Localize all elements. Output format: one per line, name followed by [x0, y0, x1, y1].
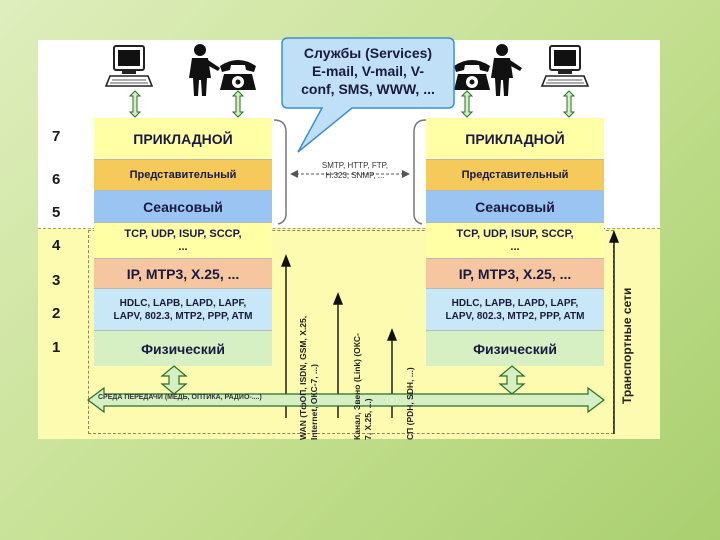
protocols-label: SMTP, HTTP, FTP, H.323, SNMP, ...: [300, 161, 410, 181]
layer-number-5: 5: [52, 204, 61, 221]
transmission-medium-arrow: [87, 386, 605, 414]
wan-label-line1: WAN (ТфОП, ISDN, GSM, X.25,: [298, 315, 308, 440]
services-callout: [281, 37, 455, 153]
left-layer-presentation: Представительный: [94, 160, 272, 191]
left-layer-network: IP, MTP3, X.25, ...: [94, 259, 272, 289]
link-label: Канал, Звено (Link) (ОКС- 7, X.25, ...): [352, 333, 374, 440]
left-layer-transport: TCP, UDP, ISUP, SCCP,...: [94, 223, 272, 259]
physical-medium-arrows: [160, 365, 526, 395]
layer-number-3: 3: [52, 272, 61, 289]
right-datalink-line1: HDLC, LAPB, LAPD, LAPF,: [451, 297, 579, 309]
right-computer-icon: [541, 45, 589, 87]
layer-number-7: 7: [52, 128, 61, 145]
link-label-line2: 7, X.25, ...): [363, 398, 373, 440]
link-label-line1: Канал, Звено (Link) (ОКС-: [352, 333, 362, 440]
right-transport-line2: ...: [510, 240, 520, 253]
right-telephone-icon: [454, 60, 490, 90]
transport-networks-label: Транспортные сети: [620, 287, 634, 404]
left-transport-line2: ...: [178, 240, 188, 253]
callout-line3: conf, SMS, WWW, ...: [301, 81, 435, 97]
layer-number-6: 6: [52, 171, 61, 188]
callout-line2: E-mail, V-mail, V-: [311, 63, 425, 79]
right-osi-stack: ПРИКЛАДНОЙ Представительный Сеансовый TC…: [426, 118, 604, 366]
left-telephone-icon: [220, 60, 256, 90]
sp-label: СП (PDH, SDH, ...): [405, 367, 415, 440]
right-layer-presentation: Представительный: [426, 160, 604, 191]
connection-arrows: [280, 230, 620, 434]
left-bracket: [273, 119, 287, 225]
left-transport-line1: TCP, UDP, ISUP, SCCP,: [124, 227, 242, 240]
protocol-arrow: [290, 170, 410, 178]
services-callout-text: Службы (Services) E-mail, V-mail, V- con…: [283, 44, 453, 98]
right-person-icon: [491, 44, 522, 96]
left-computer-icon: [105, 45, 153, 87]
right-datalink-line2: LAPV, 802.3, MTP2, PPP, ATM: [445, 310, 585, 322]
layer-number-4: 4: [52, 237, 61, 254]
layer-number-1: 1: [52, 339, 61, 356]
wan-label-line2: Internet, ОКС-7, ...): [309, 364, 319, 440]
left-datalink-line1: HDLC, LAPB, LAPD, LAPF,: [119, 297, 247, 309]
left-layer-physical: Физический: [94, 331, 272, 366]
wan-label: WAN (ТфОП, ISDN, GSM, X.25, Internet, ОК…: [298, 316, 320, 440]
left-person-icon: [189, 44, 220, 96]
callout-line1: Службы (Services): [303, 45, 433, 61]
right-layer-transport: TCP, UDP, ISUP, SCCP,...: [426, 223, 604, 259]
right-layer-datalink: HDLC, LAPB, LAPD, LAPF,LAPV, 802.3, MTP2…: [426, 289, 604, 331]
transmission-medium-label: СРЕДА ПЕРЕДАЧИ (МЕДЬ, ОПТИКА, РАДИО-....…: [98, 394, 262, 401]
left-datalink-line2: LAPV, 802.3, MTP2, PPP, ATM: [113, 310, 253, 322]
right-layer-session: Сеансовый: [426, 191, 604, 223]
layer-number-2: 2: [52, 305, 61, 322]
left-layer-datalink: HDLC, LAPB, LAPD, LAPF,LAPV, 802.3, MTP2…: [94, 289, 272, 331]
device-arrows: [128, 90, 576, 118]
right-layer-application: ПРИКЛАДНОЙ: [426, 118, 604, 160]
protocols-line1: SMTP, HTTP, FTP,: [321, 161, 389, 170]
right-layer-network: IP, MTP3, X.25, ...: [426, 259, 604, 289]
left-layer-application: ПРИКЛАДНОЙ: [94, 118, 272, 160]
right-transport-line1: TCP, UDP, ISUP, SCCP,: [456, 227, 574, 240]
left-osi-stack: ПРИКЛАДНОЙ Представительный Сеансовый TC…: [94, 118, 272, 366]
protocols-line2: H.323, SNMP, ...: [325, 171, 385, 180]
right-bracket: [413, 119, 427, 225]
right-layer-physical: Физический: [426, 331, 604, 366]
left-layer-session: Сеансовый: [94, 191, 272, 223]
